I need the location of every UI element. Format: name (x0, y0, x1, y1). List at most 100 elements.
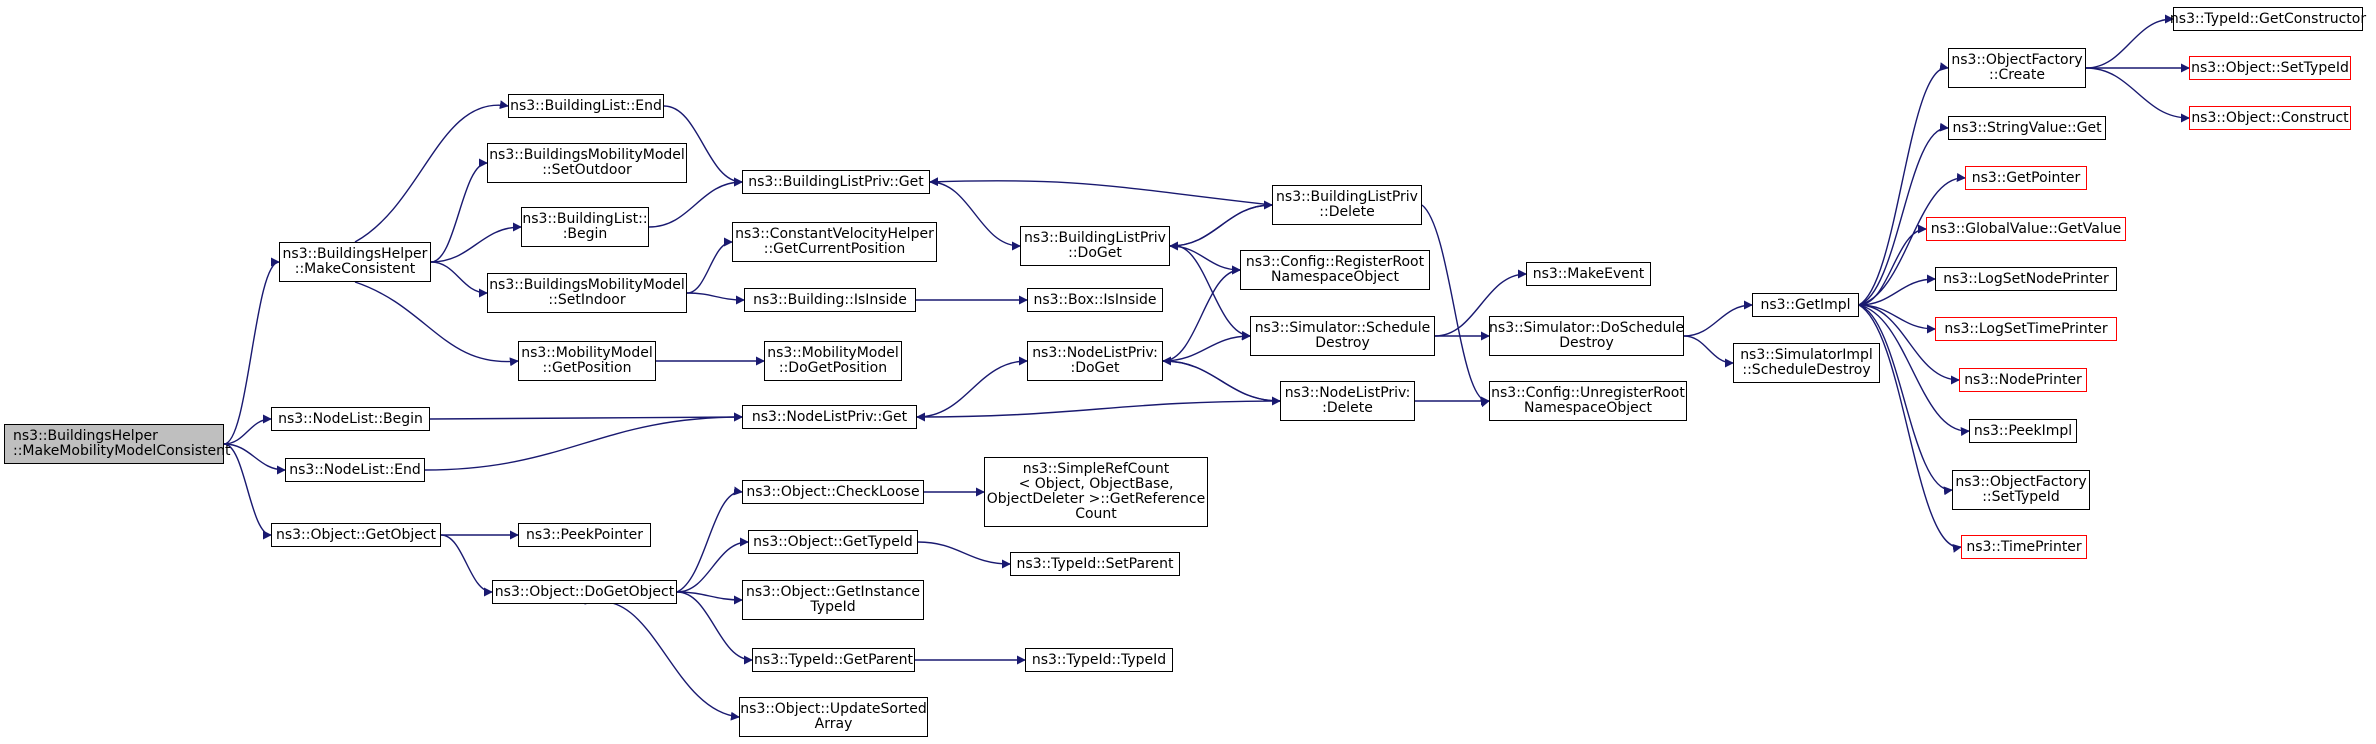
node-label-line: ::Delete (1319, 204, 1375, 220)
node-stringvalue-get[interactable]: ns3::StringValue::Get (1948, 116, 2106, 140)
call-edge (676, 486, 743, 593)
node-building-isinside[interactable]: ns3::Building::IsInside (744, 288, 916, 312)
node-label-line: ns3::BuildingListPriv (1024, 230, 1166, 246)
node-label-line: ns3::Object::GetObject (275, 526, 437, 543)
node-object-dogetobject[interactable]: ns3::Object::DoGetObject (492, 580, 677, 604)
node-object-gettypeid[interactable]: ns3::Object::GetTypeId (748, 530, 918, 554)
node-label-line: ns3::LogSetNodePrinter (1943, 270, 2109, 287)
node-typeid-getconstructor[interactable]: ns3::TypeId::GetConstructor (2169, 7, 2367, 31)
node-buildinglist-end[interactable]: ns3::BuildingList::End (508, 94, 664, 118)
call-edge (1162, 265, 1241, 362)
node-label-line: Destroy (1315, 335, 1370, 351)
node-objectfactory-settypeid[interactable]: ns3::ObjectFactory::SetTypeId (1952, 470, 2090, 510)
node-label-line: ns3::GetPointer (1971, 169, 2081, 186)
node-nodelistpriv-get[interactable]: ns3::NodeListPriv::Get (742, 405, 917, 429)
node-logsetnodeprinter[interactable]: ns3::LogSetNodePrinter (1935, 267, 2117, 291)
call-edge (429, 412, 743, 422)
call-edge (1169, 245, 1241, 275)
node-logsettimeprinter[interactable]: ns3::LogSetTimePrinter (1935, 317, 2117, 341)
node-label-line: ns3::Simulator::Schedule (1254, 320, 1431, 336)
node-object-settypeid[interactable]: ns3::Object::SetTypeId (2189, 56, 2351, 80)
node-box-isinside[interactable]: ns3::Box::IsInside (1027, 288, 1163, 312)
call-edge (354, 100, 509, 243)
node-label-line: ns3::Object::UpdateSorted (740, 701, 927, 717)
node-label-line: ns3::GetImpl (1760, 296, 1851, 313)
node-label-line: NamespaceObject (1524, 400, 1652, 416)
node-getpointer[interactable]: ns3::GetPointer (1965, 166, 2087, 190)
call-edge (1169, 245, 1251, 340)
node-constantvelocityhelper-getcurrentposition[interactable]: ns3::ConstantVelocityHelper::GetCurrentP… (732, 222, 937, 262)
node-label-line: ns3::Object::GetTypeId (753, 533, 913, 550)
node-nodelistpriv-doget[interactable]: ns3::NodeListPriv::DoGet (1027, 341, 1163, 381)
node-mobilitymodel-getposition[interactable]: ns3::MobilityModel::GetPosition (518, 341, 656, 381)
call-edge (430, 158, 488, 263)
call-edge (424, 412, 743, 471)
node-label-line: ns3::MobilityModel (767, 345, 899, 361)
node-label-line: Array (814, 716, 853, 732)
node-buildinglistpriv-delete[interactable]: ns3::BuildingListPriv::Delete (1272, 185, 1422, 225)
node-label-line: ns3::NodeListPriv: (1032, 345, 1158, 361)
call-edge (1858, 224, 1927, 306)
node-buildingshelper-makemobilitymodelconsistent: ns3::BuildingsHelper::MakeMobilityModelC… (4, 424, 230, 464)
node-typeid-setparent[interactable]: ns3::TypeId::SetParent (1010, 552, 1180, 576)
call-edge (1858, 62, 1949, 306)
node-getimpl[interactable]: ns3::GetImpl (1752, 293, 1859, 317)
node-buildinglistpriv-doget[interactable]: ns3::BuildingListPriv::DoGet (1020, 226, 1170, 266)
node-peekimpl[interactable]: ns3::PeekImpl (1969, 419, 2077, 443)
node-label-line: ns3::TypeId::GetConstructor (2169, 10, 2367, 27)
node-globalvalue-getvalue[interactable]: ns3::GlobalValue::GetValue (1926, 217, 2126, 241)
call-edge (1683, 335, 1734, 368)
node-label-line: ::MakeMobilityModelConsistent (13, 443, 231, 459)
node-buildingsmobilitymodel-setindoor[interactable]: ns3::BuildingsMobilityModel::SetIndoor (487, 273, 687, 313)
node-label-line: ns3::BuildingList::End (510, 97, 662, 114)
node-label-line: ns3::NodeList::End (289, 461, 421, 478)
node-label-line: :DoGet (1070, 360, 1120, 376)
node-label-line: ns3::NodeListPriv::Get (751, 408, 908, 425)
node-typeid-typeid[interactable]: ns3::TypeId::TypeId (1025, 648, 1173, 672)
node-timeprinter[interactable]: ns3::TimePrinter (1961, 535, 2087, 559)
call-edge (686, 292, 745, 305)
node-typeid-getparent[interactable]: ns3::TypeId::GetParent (752, 648, 915, 672)
node-nodeprinter[interactable]: ns3::NodePrinter (1959, 368, 2087, 392)
node-mobilitymodel-dogetposition[interactable]: ns3::MobilityModel::DoGetPosition (764, 341, 902, 381)
node-object-checkloose[interactable]: ns3::Object::CheckLoose (742, 480, 924, 504)
call-edge (223, 443, 286, 475)
node-nodelistpriv-delete[interactable]: ns3::NodeListPriv::Delete (1280, 381, 1415, 421)
node-label-line: NamespaceObject (1271, 269, 1399, 285)
node-label-line: ns3::TypeId::SetParent (1016, 555, 1174, 572)
node-label-line: ns3::SimulatorImpl (1740, 347, 1873, 363)
node-simplerefcount-getreferencecount[interactable]: ns3::SimpleRefCount< Object, ObjectBase,… (984, 457, 1208, 527)
node-peekpointer[interactable]: ns3::PeekPointer (518, 523, 651, 547)
node-buildinglist-begin[interactable]: ns3::BuildingList:::Begin (521, 207, 649, 247)
node-makeevent[interactable]: ns3::MakeEvent (1526, 262, 1651, 286)
node-label-line: ns3::SimpleRefCount (1022, 461, 1170, 477)
node-label-line: ns3::BuildingListPriv::Get (748, 173, 924, 190)
call-edge (929, 177, 1273, 206)
node-label-line: ns3::TimePrinter (1966, 538, 2082, 555)
call-edge (1421, 204, 1490, 408)
node-label-line: ns3::ConstantVelocityHelper (735, 226, 934, 242)
call-edge (440, 534, 493, 597)
node-buildingsmobilitymodel-setoutdoor[interactable]: ns3::BuildingsMobilityModel::SetOutdoor (487, 143, 687, 183)
node-objectfactory-create[interactable]: ns3::ObjectFactory::Create (1948, 48, 2086, 88)
call-edge (686, 237, 733, 294)
node-label-line: ns3::LogSetTimePrinter (1944, 320, 2108, 337)
node-simulatorimpl-scheduledestroy[interactable]: ns3::SimulatorImpl::ScheduleDestroy (1733, 343, 1880, 383)
node-buildingshelper-makeconsistent[interactable]: ns3::BuildingsHelper::MakeConsistent (279, 242, 431, 282)
node-label-line: ns3::NodeList::Begin (278, 410, 423, 427)
node-buildinglistpriv-get[interactable]: ns3::BuildingListPriv::Get (742, 170, 930, 194)
node-label-line: ns3::BuildingListPriv (1276, 189, 1418, 205)
node-label-line: ns3::NodePrinter (1964, 371, 2082, 388)
node-object-construct[interactable]: ns3::Object::Construct (2189, 106, 2351, 130)
node-object-getobject[interactable]: ns3::Object::GetObject (271, 523, 441, 547)
node-label-line: ns3::StringValue::Get (1952, 119, 2102, 136)
node-nodelist-end[interactable]: ns3::NodeList::End (285, 458, 425, 482)
node-nodelist-begin[interactable]: ns3::NodeList::Begin (271, 407, 430, 431)
node-label-line: ns3::BuildingList:: (522, 211, 648, 227)
